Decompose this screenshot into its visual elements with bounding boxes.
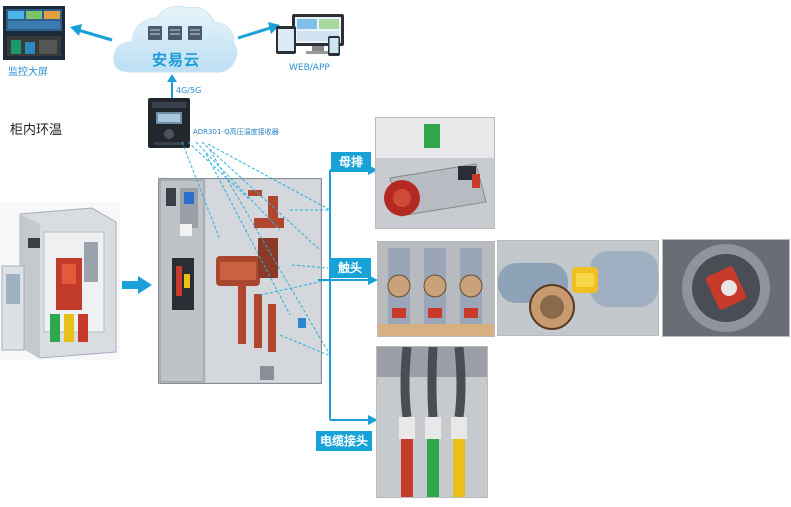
arrow-to-monitor [68,22,114,50]
receiver-device-image [148,98,190,148]
receiver-label: ADR301-Q高压温度接收器 [193,128,279,136]
contact-photo-2 [497,240,659,336]
cable-joint-photo [376,346,488,498]
tag-busbar: 母排 [331,152,371,172]
webapp-label: WEB/APP [289,63,330,73]
contact-photo-3 [662,239,790,337]
tag-contact: 触头 [329,258,371,278]
busbar-photo [375,117,495,229]
branch-connector [318,160,378,429]
sensor-signal-lines [180,140,380,384]
contact-photo-1 [377,241,495,337]
web-app-devices-image [274,12,346,58]
arrow-to-webapp [236,20,282,48]
cabinet-cross-section-image [157,177,323,385]
switchgear-3d-image [0,202,120,360]
section-title: 柜内环温 [10,123,63,138]
cloud-label: 安易云 [152,51,201,69]
arrow-to-cabinet [122,276,152,298]
link-label: 4G/5G [176,86,202,95]
monitor-screen-image [3,6,65,60]
tag-cable-joint: 电缆接头 [316,431,372,451]
cloud-receiver-link-arrow [167,74,177,104]
cloud-shape [110,0,240,80]
monitor-label: 监控大屏 [8,67,48,78]
